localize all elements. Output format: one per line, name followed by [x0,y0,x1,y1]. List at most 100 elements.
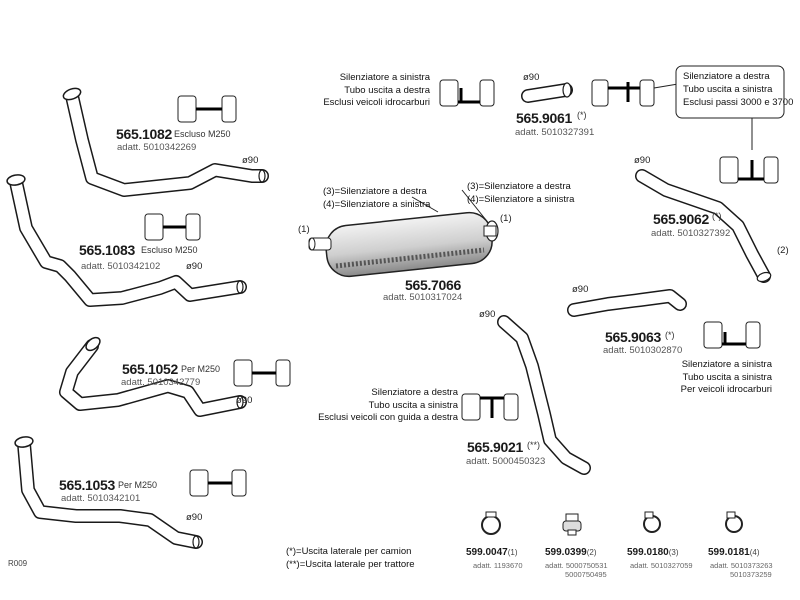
description-9063: Silenziatore a sinistra Tubo uscita a si… [681,359,772,397]
clamp-item[interactable]: 599.0047(1) adatt. 1193670 [466,543,523,570]
legend-item: (*)=Uscita laterale per camion [286,546,412,557]
description-line: Esclusi veicoli con guida a destra [318,412,458,423]
clamp-icon [725,511,743,533]
part-ref: adatt. 5010342779 [121,377,201,388]
clamp-ref: adatt. 5010327059 [630,561,693,570]
part-code[interactable]: 565.9062 [653,211,709,227]
part-code[interactable]: 565.9063 [605,329,661,345]
connector-icon [233,359,291,387]
muffler-one-left: (1) [298,224,310,235]
part-ref: adatt. 5010327392 [651,228,731,239]
leader-line [411,196,439,213]
diameter-label: ø90 [479,309,496,320]
muffler-label-3-right: (3)=Silenziatore a destra [467,181,571,192]
description-line: Tubo uscita a sinistra [368,399,458,411]
clamp-code: 599.0181 [708,547,750,558]
connector-icon [144,213,201,241]
connector-icon [461,393,519,421]
connector-icon [591,79,655,107]
clamp-icon [643,511,661,533]
diameter-label: ø90 [572,284,589,295]
diameter-label: ø90 [186,261,203,272]
pipe-565-9061 [521,82,573,103]
description-line: Tubo uscita a destra [344,84,430,96]
part-note: Per M250 [118,480,158,490]
description-line: Silenziatore a destra [683,71,770,82]
clamp-qty: (2) [586,548,597,557]
part-note: Escluso M250 [174,129,231,139]
clamp-code: 599.0047 [466,547,508,558]
part-code[interactable]: 565.9021 [467,439,523,455]
clamp-ref: 5000750495 [565,569,607,579]
clamp-qty: (1) [507,548,518,557]
clamp-code: 599.0399 [545,547,587,558]
part-ref: adatt. 5010302870 [603,345,683,356]
pipe-565-1083 [6,174,247,307]
legend-item: (**)=Uscita laterale per trattore [286,559,415,570]
part-ref: adatt. 5010342101 [61,493,141,504]
clamp-ref: adatt. 5000750531 [545,561,608,570]
muffler-one-right: (1) [500,213,512,224]
part-ref: adatt. 5010342269 [117,142,197,153]
part-code[interactable]: 565.1083 [79,242,135,258]
leader-line [653,83,679,89]
part-mark: (*) [712,211,722,221]
description-line: Silenziatore a sinistra [339,72,430,83]
part-code[interactable]: 565.1053 [59,477,115,493]
diameter-label: ø90 [236,395,253,406]
image-code: R009 [8,559,28,568]
part-code[interactable]: 565.7066 [405,277,461,293]
description-line: Per veicoli idrocarburi [680,384,772,395]
part-code[interactable]: 565.1052 [122,361,178,377]
part-note: Escluso M250 [141,245,198,255]
clamp-ref: adatt. 5010373263 [710,561,773,570]
clamp-item[interactable]: 599.0181(4) adatt. 5010373263 5010373259 [708,543,773,578]
pipe-565-9021 [497,315,591,475]
clamp-qty: (3) [668,548,679,557]
connector-icon [439,79,495,107]
description-line: Esclusi passi 3000 e 3700 [683,97,794,108]
callout-box [675,65,785,119]
diameter-label: ø90 [523,72,540,83]
pipe-565-1082 [62,87,269,197]
clamp-item[interactable]: 599.0180(3) adatt. 5010327059 [627,543,693,570]
description-line: Tubo uscita a sinistra [683,84,773,95]
clamp-icon [481,511,501,535]
connector-icon [719,156,779,184]
clamp-icon [562,513,582,536]
part-mark: (*) [577,110,587,120]
part-mark: (**) [527,440,540,450]
connector-icon [177,95,237,123]
callout-text: Silenziatore a destra Tubo uscita a sini… [683,70,793,109]
pipe-565-1053 [14,436,203,549]
description-line: Esclusi veicoli idrocarburi [323,97,430,108]
diameter-label: ø90 [186,512,203,523]
clamp-qty: (4) [749,548,760,557]
pipe-565-9062 [635,169,772,283]
part-code[interactable]: 565.1082 [116,126,172,142]
clamp-item[interactable]: 599.0399(2) adatt. 5000750531 5000750495 [545,543,608,578]
muffler-565-7066 [308,211,499,278]
pipe-565-1052 [59,336,247,417]
diameter-label: ø90 [242,155,259,166]
part-ref: adatt. 5010317024 [383,292,463,303]
clamp-code: 599.0180 [627,547,669,558]
description-line: Silenziatore a destra [371,387,458,398]
part-code[interactable]: 565.9061 [516,110,572,126]
part-ref: adatt. 5000450323 [466,456,546,467]
bend-two-label: (2) [777,245,789,256]
pipe-565-9063 [567,289,687,317]
part-note: Per M250 [181,364,221,374]
muffler-label-3-left: (3)=Silenziatore a destra [323,186,427,197]
description-line: Tubo uscita a sinistra [682,371,772,383]
muffler-label-4-right: (4)=Silenziatore a sinistra [467,194,575,205]
clamp-ref: 5010373259 [730,569,772,579]
legend: (*)=Uscita laterale per camion (**)=Usci… [286,545,415,571]
description-line: Silenziatore a sinistra [681,359,772,370]
part-mark: (*) [665,330,675,340]
part-ref: adatt. 5010342102 [81,261,161,272]
description-9021: Silenziatore a destra Tubo uscita a sini… [318,387,458,425]
diameter-label: ø90 [634,155,651,166]
connector-icon [703,321,761,349]
